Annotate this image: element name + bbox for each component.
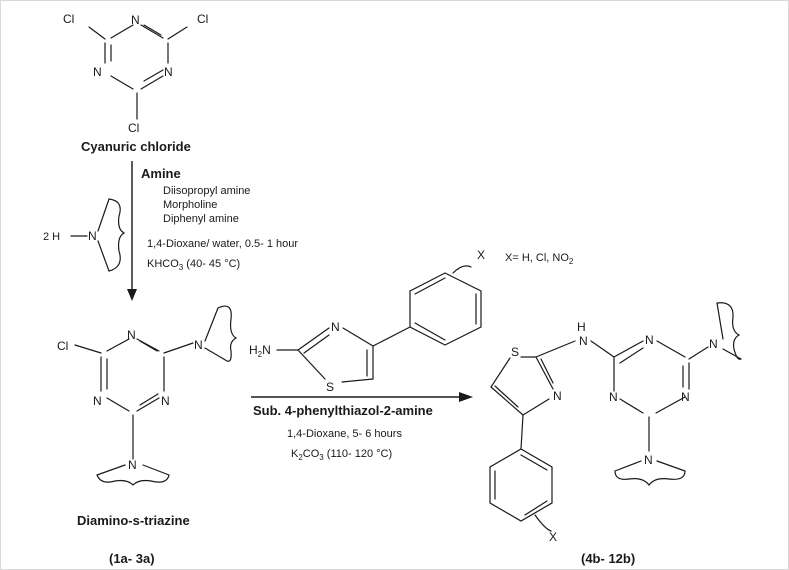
chlorine-atom: Cl: [128, 121, 139, 135]
step1-reagent-title: Amine: [141, 166, 181, 181]
linker-n: N: [579, 334, 588, 348]
product-structure: S N H N N N N N N X: [489, 302, 742, 544]
amine-fragment: 2 H N: [43, 198, 126, 272]
cyanuric-chloride-label: Cyanuric chloride: [81, 139, 191, 154]
chlorine-atom: Cl: [57, 339, 68, 353]
step2-reagent: Sub. 4-phenylthiazol-2-amine: [253, 403, 433, 418]
linker-h: H: [577, 320, 586, 334]
diamino-triazine-structure: Cl N N N N N: [57, 305, 238, 486]
amine-n-atom: N: [88, 229, 97, 243]
ring-atom-n: N: [609, 390, 618, 404]
amine-option: Diphenyl amine: [163, 213, 239, 225]
ring-atom-s: S: [326, 380, 334, 394]
ring-atom-n: N: [93, 65, 102, 79]
amine-n-atom: N: [194, 338, 203, 352]
amine-n-atom: N: [644, 453, 653, 467]
substituent-definition: X= H, Cl, NO2: [505, 252, 574, 266]
phenylthiazol-amine-structure: H2N N S X: [249, 248, 485, 394]
amine-n-atom: N: [709, 337, 718, 351]
amine-group: H2N: [249, 343, 271, 359]
ring-atom-n: N: [161, 394, 170, 408]
cyanuric-chloride-structure: N N N Cl Cl Cl: [63, 12, 208, 135]
chlorine-atom: Cl: [63, 12, 74, 26]
step1-arrowhead: [127, 289, 137, 301]
ring-atom-n: N: [331, 320, 340, 334]
ring-atom-n: N: [164, 65, 173, 79]
ring-atom-s: S: [511, 345, 519, 359]
step1-solvent: 1,4-Dioxane/ water, 0.5- 1 hour: [147, 238, 298, 250]
ring-atom-n: N: [127, 328, 136, 342]
substituent-x: X: [549, 530, 557, 544]
ring-atom-n: N: [553, 389, 562, 403]
chlorine-atom: Cl: [197, 12, 208, 26]
ring-atom-n: N: [131, 13, 140, 27]
ring-atom-n: N: [645, 333, 654, 347]
ring-atom-n: N: [93, 394, 102, 408]
ring-atom-n: N: [681, 390, 690, 404]
amine-equivalents: 2 H: [43, 231, 60, 243]
amine-n-atom: N: [128, 458, 137, 472]
step2-arrowhead: [459, 392, 473, 402]
amine-option: Morpholine: [163, 199, 217, 211]
substituent-x: X: [477, 248, 485, 262]
amine-option: Diisopropyl amine: [163, 185, 250, 197]
diamino-triazine-label: Diamino-s-triazine: [77, 513, 190, 528]
step1-base: KHCO3 (40- 45 °C): [147, 258, 240, 272]
step2-solvent: 1,4-Dioxane, 5- 6 hours: [287, 428, 402, 440]
diamino-triazine-ids: (1a- 3a): [109, 551, 155, 566]
step2-base: K2CO3 (110- 120 °C): [291, 448, 392, 462]
product-ids: (4b- 12b): [581, 551, 635, 566]
